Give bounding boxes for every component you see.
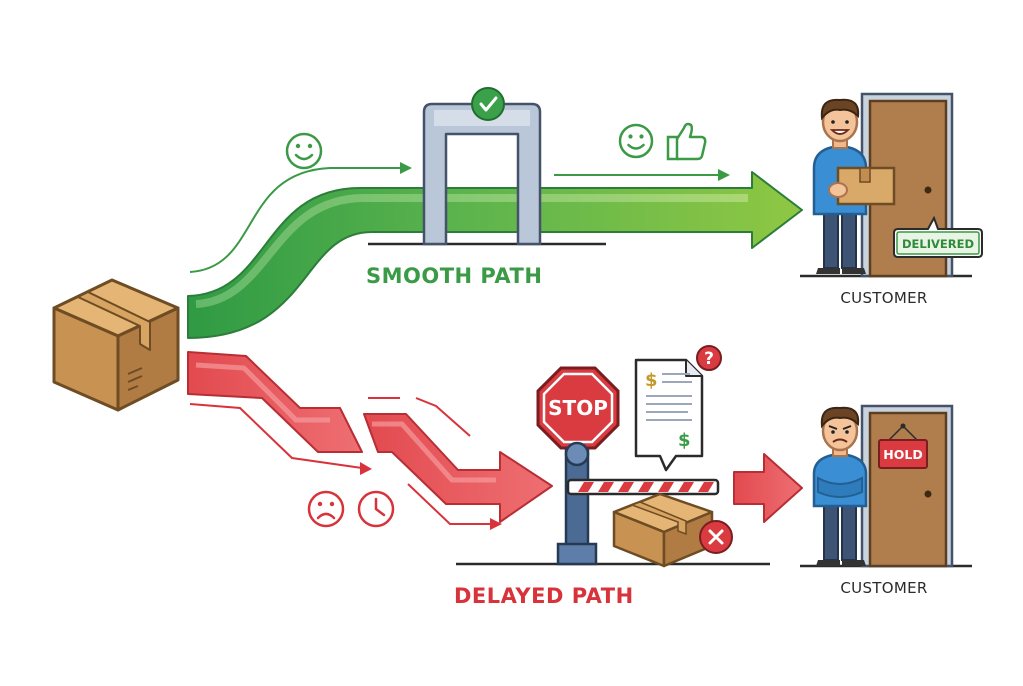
invoice-document-icon: $ $ xyxy=(634,358,704,472)
security-gate-icon xyxy=(368,102,606,246)
delayed-guide-line-3 xyxy=(415,397,471,437)
clock-icon xyxy=(357,490,395,528)
x-icon xyxy=(699,520,733,554)
stopped-package-icon xyxy=(612,492,714,568)
barrier-gate-icon xyxy=(556,441,720,566)
smooth-guide-arc xyxy=(189,167,400,273)
dollar-sign-bottom: $ xyxy=(678,430,691,451)
smooth-guide-arrowhead-right xyxy=(718,169,730,181)
top-customer-label: CUSTOMER xyxy=(840,289,927,307)
dollar-sign-top: $ xyxy=(645,370,658,391)
package-box-icon xyxy=(52,278,180,412)
delayed-path-group: STOP xyxy=(187,345,803,608)
angry-customer-avatar xyxy=(812,406,868,566)
bottom-customer-label: CUSTOMER xyxy=(840,579,927,597)
delivered-badge: DELIVERED xyxy=(893,215,983,258)
bottom-customer-scene: HOLD CUSTOMER xyxy=(800,404,972,597)
delayed-guide-line-1 xyxy=(189,403,363,469)
delivered-badge-text: DELIVERED xyxy=(902,237,974,251)
check-icon xyxy=(471,87,505,121)
question-glyph: ? xyxy=(704,349,714,369)
sad-face-icon xyxy=(307,490,345,528)
delayed-path-arrow-segment-2 xyxy=(363,413,553,523)
delayed-path-label: DELAYED PATH xyxy=(454,584,634,608)
stop-sign-text: STOP xyxy=(548,396,608,420)
thumbs-up-icon xyxy=(666,122,707,161)
top-customer-scene: DELIVERED CUSTOMER xyxy=(800,92,983,307)
smooth-path-arrow xyxy=(187,171,803,339)
hold-sign: HOLD xyxy=(878,423,928,469)
question-icon: ? xyxy=(696,345,722,371)
door-icon-2 xyxy=(860,404,954,568)
hold-sign-text: HOLD xyxy=(883,447,922,462)
delayed-guide-line-4 xyxy=(407,483,492,525)
smooth-guide-arrowhead xyxy=(400,162,412,174)
smile-icon xyxy=(285,132,323,170)
stop-sign-icon: STOP xyxy=(536,366,620,450)
smooth-arrow-highlight xyxy=(195,194,748,308)
happy-customer-avatar xyxy=(812,98,896,274)
delayed-path-arrow-final xyxy=(733,453,803,523)
smile-icon-2 xyxy=(618,123,654,159)
smooth-path-group: SMOOTH PATH xyxy=(187,87,803,339)
smooth-path-label: SMOOTH PATH xyxy=(366,264,542,288)
